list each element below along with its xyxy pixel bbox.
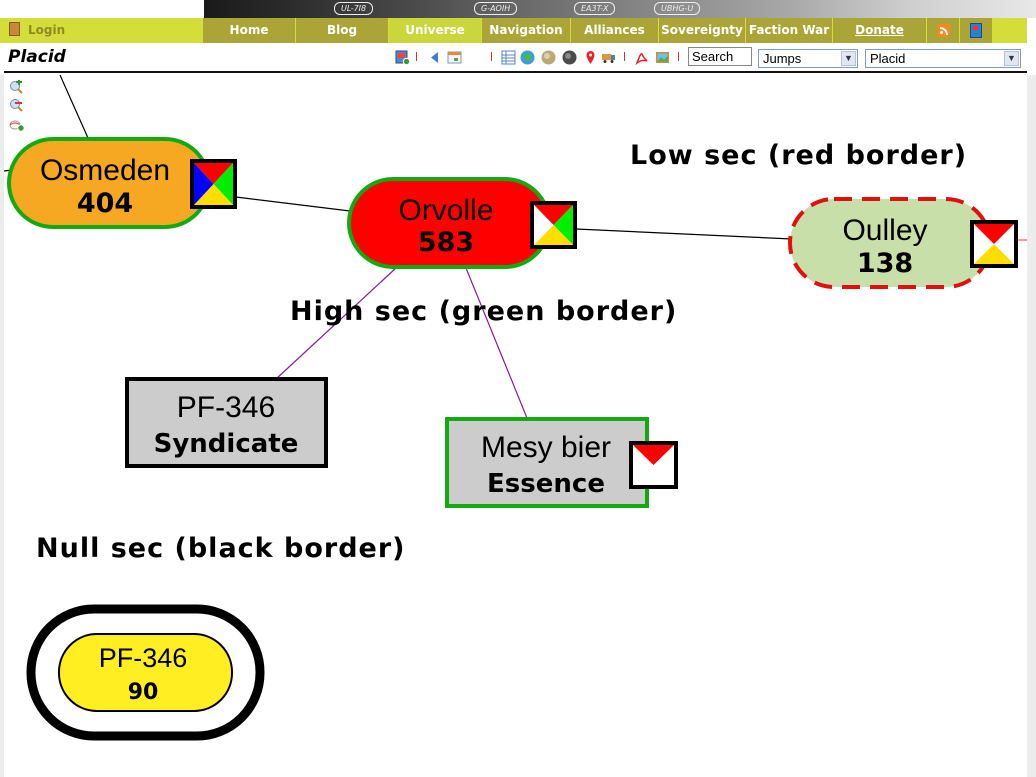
book-button[interactable] <box>960 18 993 43</box>
banner-tag: UL-7I8 <box>334 2 374 15</box>
system-name: Osmeden <box>40 154 170 187</box>
annotation-high-sec: High sec (green border) <box>290 296 678 327</box>
system-node-pf-346-ring[interactable]: PF-346 90 <box>26 604 265 741</box>
nav-alliances[interactable]: Alliances <box>571 18 659 43</box>
nav-sovereignty[interactable]: Sovereignty <box>659 18 746 43</box>
annotation-null-sec: Null sec (black border) <box>36 533 406 564</box>
reset-view-icon[interactable] <box>9 118 25 132</box>
jump-edge <box>235 196 351 212</box>
region-map[interactable]: Osmeden 404 Orvolle 583 Oulley 138 <box>0 75 1027 777</box>
search-input[interactable]: Search <box>688 47 752 66</box>
separator <box>416 52 417 61</box>
faction-flag-icon <box>629 441 678 489</box>
nav-navigation[interactable]: Navigation <box>482 18 571 43</box>
image-icon[interactable] <box>655 50 670 65</box>
login-label: Login <box>28 23 66 37</box>
header-spacer <box>0 0 204 18</box>
jump-edge-region <box>275 267 397 380</box>
rss-button[interactable] <box>927 18 960 43</box>
map-toolbar: Placid Search Jumps ▼ Placid ▼ <box>4 43 1027 73</box>
globe-dark-icon[interactable] <box>562 50 577 65</box>
system-value: 404 <box>77 188 133 219</box>
faction-flag-icon <box>190 159 237 209</box>
region-select-value: Placid <box>870 51 906 66</box>
nav-universe[interactable]: Universe <box>389 18 482 43</box>
system-node-pf-346-syndicate[interactable]: PF-346 Syndicate <box>125 377 328 468</box>
book-icon <box>970 23 982 38</box>
jump-edge <box>59 75 89 139</box>
region-select[interactable]: Placid ▼ <box>865 49 1021 68</box>
nav-home[interactable]: Home <box>203 18 296 43</box>
system-node-oulley[interactable]: Oulley 138 <box>788 197 1018 289</box>
header-banner-image: UL-7I8 G-AOIH EA3T-X UBHG-U <box>204 0 1036 18</box>
globe-gold-icon[interactable] <box>541 50 556 65</box>
map-pin-icon[interactable] <box>583 50 598 65</box>
system-value: Syndicate <box>154 429 299 459</box>
system-name: Orvolle <box>398 194 493 227</box>
faction-flag-icon <box>970 220 1018 268</box>
main-nav: Login Home Blog Universe Navigation Alli… <box>0 18 1027 43</box>
page-margin-left <box>0 75 4 777</box>
mode-select[interactable]: Jumps ▼ <box>758 49 858 68</box>
jump-edge-region <box>465 267 528 419</box>
nav-faction-war[interactable]: Faction War <box>746 18 833 43</box>
system-shape <box>58 633 233 712</box>
system-value: 583 <box>418 227 474 258</box>
globe-green-icon[interactable] <box>520 50 535 65</box>
mode-select-value: Jumps <box>763 51 802 66</box>
separator <box>624 52 625 61</box>
separator <box>678 52 679 61</box>
back-arrow-icon[interactable] <box>427 50 442 65</box>
system-shape <box>445 417 649 508</box>
system-shape <box>125 377 328 468</box>
banner-tag: UBHG-U <box>654 2 701 15</box>
truck-icon[interactable] <box>601 50 616 65</box>
chevron-down-icon[interactable]: ▼ <box>1004 51 1019 66</box>
door-icon <box>9 22 20 36</box>
nav-donate[interactable]: Donate <box>833 18 927 43</box>
banner-tag: EA3T-X <box>574 2 616 15</box>
zoom-out-icon[interactable] <box>9 98 23 112</box>
pdf-icon[interactable] <box>634 50 649 65</box>
system-name: Oulley <box>842 214 927 247</box>
system-value: 90 <box>128 680 159 705</box>
system-node-orvolle[interactable]: Orvolle 583 <box>347 177 577 269</box>
system-name: PF-346 <box>177 391 275 424</box>
annotation-low-sec: Low sec (red border) <box>630 140 968 171</box>
page-title: Placid <box>8 47 66 67</box>
page-margin-right <box>1027 75 1036 777</box>
banner-tag: G-AOIH <box>474 2 518 15</box>
system-value: Essence <box>487 469 605 499</box>
system-node-osmeden[interactable]: Osmeden 404 <box>7 137 237 229</box>
system-value: 138 <box>857 248 913 279</box>
add-map-icon[interactable] <box>395 50 410 65</box>
system-node-mesy-bier[interactable]: Mesy bier Essence <box>445 417 678 508</box>
nav-blog[interactable]: Blog <box>296 18 389 43</box>
system-name: Mesy bier <box>481 431 611 464</box>
faction-flag-icon <box>530 201 577 249</box>
login-link[interactable]: Login <box>9 18 65 43</box>
chevron-down-icon[interactable]: ▼ <box>841 51 856 66</box>
jump-edge <box>575 228 793 240</box>
separator <box>491 52 492 61</box>
table-icon[interactable] <box>501 50 516 65</box>
zoom-in-icon[interactable] <box>9 80 23 94</box>
system-name: PF-346 <box>99 643 188 673</box>
rss-icon <box>936 24 950 37</box>
calendar-icon[interactable] <box>447 50 462 65</box>
